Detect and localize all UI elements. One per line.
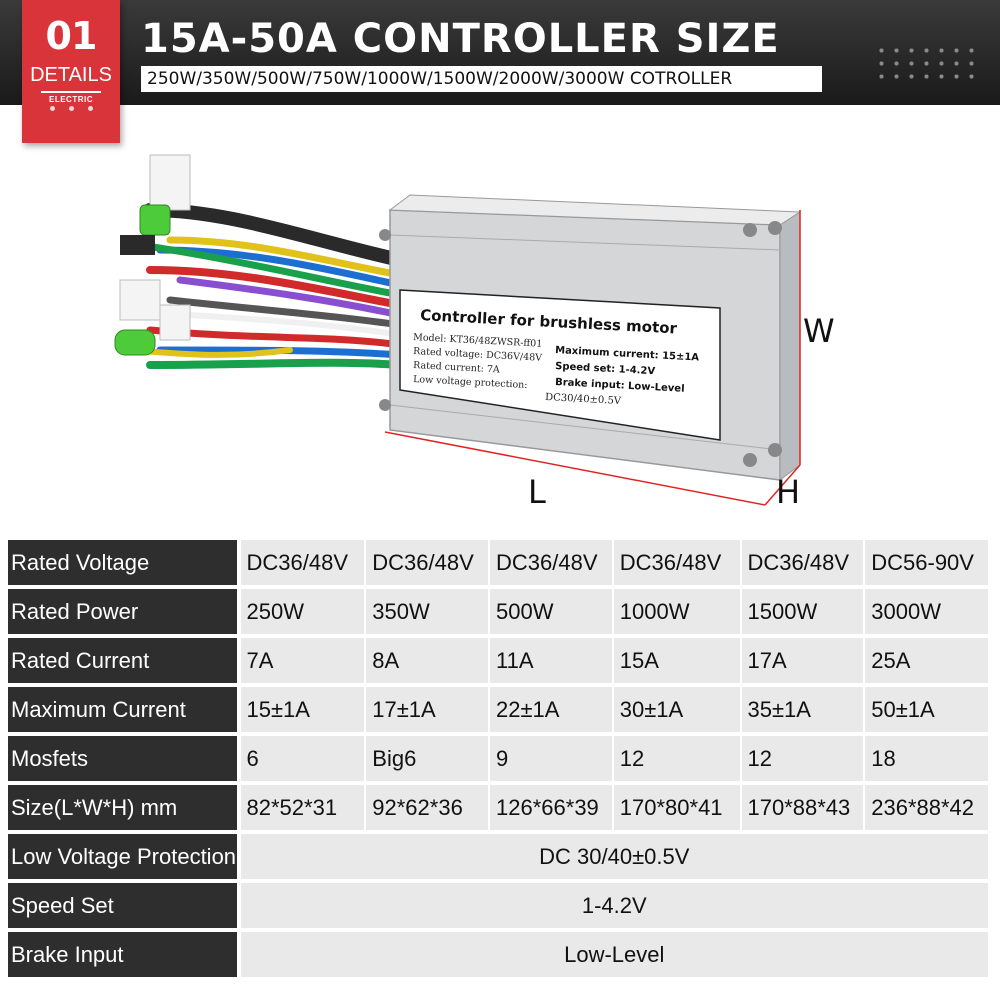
page-subtitle: 250W/350W/500W/750W/1000W/1500W/2000W/30…: [141, 66, 822, 92]
badge-label: DETAILS: [30, 64, 112, 86]
table-cell: DC36/48V: [240, 540, 365, 585]
table-cell: 35±1A: [741, 687, 864, 732]
table-cell: 1500W: [741, 589, 864, 634]
table-cell: 170*88*43: [741, 785, 864, 830]
row-header: Size(L*W*H) mm: [8, 785, 237, 830]
connector-white-3: [159, 304, 191, 341]
table-cell: DC36/48V: [366, 540, 489, 585]
table-cell: 17A: [741, 638, 864, 683]
connector-green-2: [114, 329, 156, 356]
spec-label-sticker: [399, 289, 721, 441]
table-cell: 15A: [613, 638, 740, 683]
table-cell: 82*52*31: [240, 785, 365, 830]
page-title: 15A-50A CONTROLLER SIZE: [141, 16, 780, 62]
table-cell: DC56-90V: [865, 540, 988, 585]
table-cell: 50±1A: [865, 687, 988, 732]
row-header: Rated Voltage: [8, 540, 237, 585]
table-cell: 8A: [366, 638, 489, 683]
details-badge: 01 DETAILS ELECTRIC: [22, 0, 120, 143]
table-cell: 3000W: [865, 589, 988, 634]
row-header: Mosfets: [8, 736, 237, 781]
connector-black: [120, 235, 155, 255]
table-cell: DC36/48V: [613, 540, 740, 585]
dimension-line-h: [764, 464, 801, 506]
row-header: Rated Current: [8, 638, 237, 683]
sticker-dc-value: DC30/40±0.5V: [545, 392, 622, 407]
controller-housing-side: [779, 211, 801, 481]
table-cell: 126*66*39: [490, 785, 612, 830]
screw: [768, 443, 782, 457]
sticker-speed-set: Speed set: 1-4.2V: [555, 361, 656, 377]
connector-green-1: [139, 204, 171, 236]
row-header: Brake Input: [8, 932, 237, 977]
table-cell: 11A: [490, 638, 612, 683]
connector-white-1: [149, 154, 191, 211]
header-bar: 15A-50A CONTROLLER SIZE 250W/350W/500W/7…: [0, 0, 1000, 105]
decorative-dot-grid: [874, 44, 984, 84]
table-cell: 15±1A: [240, 687, 365, 732]
connector-white-2: [119, 279, 161, 321]
table-cell-merged: 1-4.2V: [240, 883, 988, 928]
wire-bundle: [127, 203, 407, 369]
table-cell: 30±1A: [613, 687, 740, 732]
table-cell-merged: DC 30/40±0.5V: [240, 834, 988, 879]
table-cell: 18: [865, 736, 988, 781]
row-header: Maximum Current: [8, 687, 237, 732]
sticker-rated-current: Rated current: 7A: [413, 360, 500, 376]
screw: [379, 399, 391, 411]
table-cell: 6: [240, 736, 365, 781]
table-cell: DC36/48V: [741, 540, 864, 585]
badge-divider: [41, 91, 101, 93]
badge-sub: ELECTRIC: [49, 95, 93, 104]
table-cell: 9: [490, 736, 612, 781]
table-cell: 170*80*41: [613, 785, 740, 830]
table-cell: 92*62*36: [366, 785, 489, 830]
table-cell: 1000W: [613, 589, 740, 634]
table-cell: 12: [741, 736, 864, 781]
dimension-label-l: L: [528, 473, 546, 511]
row-header: Low Voltage Protection: [8, 834, 237, 879]
table-cell: 350W: [366, 589, 489, 634]
screw: [379, 229, 391, 241]
badge-number: 01: [45, 14, 98, 58]
controller-illustration: Controller for brushless motor Model: KT…: [114, 154, 802, 506]
table-cell: DC36/48V: [490, 540, 612, 585]
dimension-label-w: W: [803, 312, 835, 350]
table-cell: 17±1A: [366, 687, 489, 732]
table-cell-merged: Low-Level: [240, 932, 988, 977]
screw: [768, 221, 782, 235]
screw: [743, 223, 757, 237]
table-cell: 250W: [240, 589, 365, 634]
table-cell: 22±1A: [490, 687, 612, 732]
table-cell: 12: [613, 736, 740, 781]
dimension-label-h: H: [776, 473, 801, 511]
table-cell: 25A: [865, 638, 988, 683]
table-cell: 236*88*42: [865, 785, 988, 830]
dimension-line-l: [384, 431, 766, 506]
table-cell: 500W: [490, 589, 612, 634]
row-header: Rated Power: [8, 589, 237, 634]
screw: [743, 453, 757, 467]
table-cell: 7A: [240, 638, 365, 683]
badge-dots: [22, 106, 120, 111]
row-header: Speed Set: [8, 883, 237, 928]
table-cell: Big6: [366, 736, 489, 781]
